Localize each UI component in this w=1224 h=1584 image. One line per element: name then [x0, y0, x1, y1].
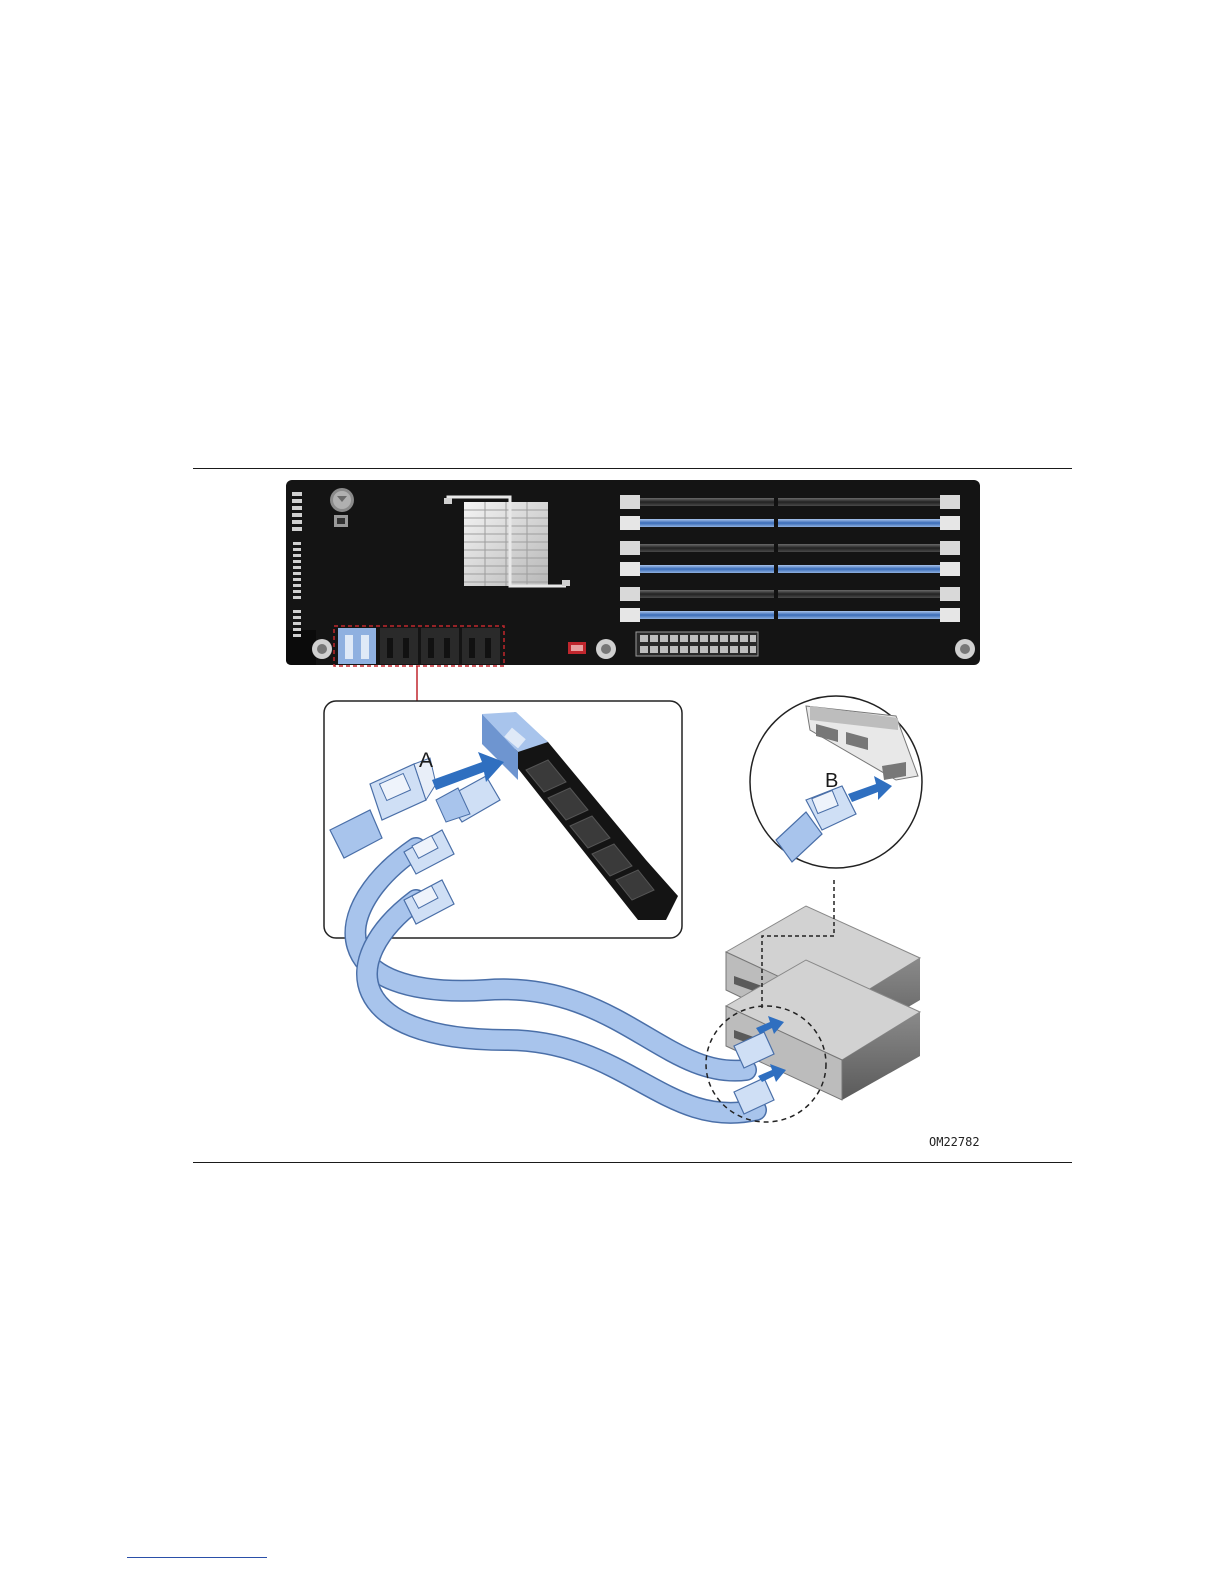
atx-power-connector: [636, 632, 758, 656]
footnote-separator: [127, 1557, 267, 1558]
inset-detail-a: A: [324, 701, 682, 938]
callout-label-b: B: [825, 770, 838, 792]
sata-cable-connection-figure: A: [286, 480, 980, 1150]
figure-top-rule: [193, 468, 1072, 469]
red-jumper: [568, 642, 586, 654]
figure-bottom-rule: [193, 1162, 1072, 1163]
inset-detail-b: B: [750, 696, 922, 868]
callout-label-a: A: [419, 749, 433, 772]
drawing-id-label: OM22782: [929, 1135, 980, 1149]
